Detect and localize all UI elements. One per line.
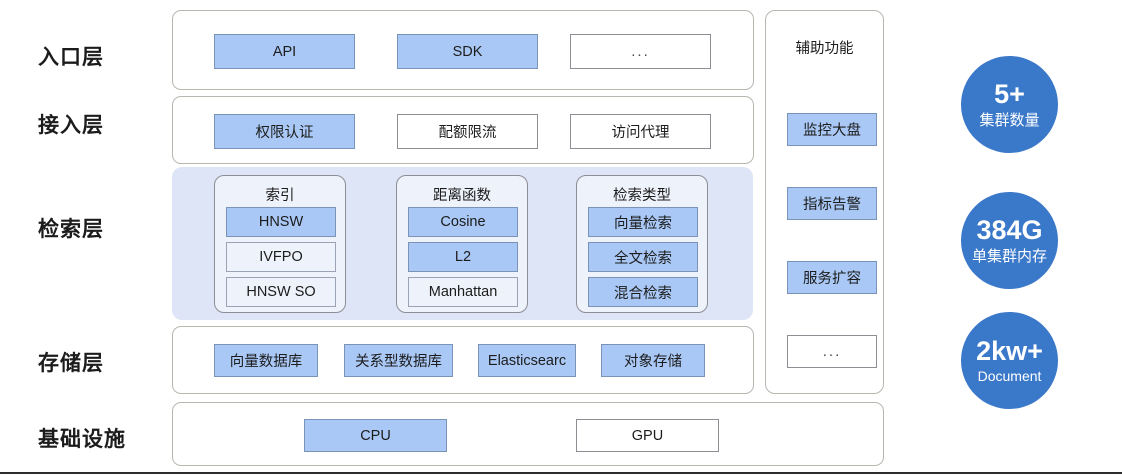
retrieval-group-distance: 距离函数 Cosine L2 Manhattan (396, 175, 528, 313)
stat-memory-value: 384G (976, 215, 1043, 246)
type-item-hybrid-search[interactable]: 混合检索 (588, 277, 698, 307)
retrieval-group-index: 索引 HNSW IVFPO HNSW SO (214, 175, 346, 313)
storage-item-relational-db[interactable]: 关系型数据库 (344, 344, 453, 377)
retrieval-group-type-title: 检索类型 (613, 188, 671, 204)
type-item-fulltext-search[interactable]: 全文检索 (588, 242, 698, 272)
type-item-vector-search[interactable]: 向量检索 (588, 207, 698, 237)
aux-item-service-scaling[interactable]: 服务扩容 (787, 261, 877, 294)
storage-item-object-storage[interactable]: 对象存储 (601, 344, 705, 377)
layer-label-access: 接入层 (38, 114, 104, 137)
aux-item-more[interactable]: ... (787, 335, 877, 368)
access-item-proxy[interactable]: 访问代理 (570, 114, 711, 149)
entry-item-sdk[interactable]: SDK (397, 34, 538, 69)
layer-label-entry: 入口层 (38, 46, 104, 69)
index-item-hnsw[interactable]: HNSW (226, 207, 336, 237)
stat-circle-clusters: 5+ 集群数量 (961, 56, 1058, 153)
layer-label-storage: 存储层 (38, 352, 104, 375)
distance-item-l2[interactable]: L2 (408, 242, 518, 272)
layer-label-retrieval: 检索层 (38, 218, 104, 241)
stat-documents-value: 2kw+ (976, 336, 1043, 367)
retrieval-layer-panel: 索引 HNSW IVFPO HNSW SO 距离函数 Cosine L2 Man… (172, 167, 753, 320)
stat-memory-caption: 单集群内存 (971, 247, 1047, 265)
stat-circle-documents: 2kw+ Document (961, 312, 1058, 409)
index-item-ivfpo[interactable]: IVFPO (226, 242, 336, 272)
access-item-quota[interactable]: 配额限流 (397, 114, 538, 149)
entry-item-more[interactable]: ... (570, 34, 711, 69)
aux-item-metric-alerts[interactable]: 指标告警 (787, 187, 877, 220)
stat-documents-caption: Document (977, 368, 1042, 385)
infra-layer-row: CPU GPU (172, 402, 884, 466)
distance-item-cosine[interactable]: Cosine (408, 207, 518, 237)
bottom-divider (0, 472, 1122, 474)
storage-item-vector-db[interactable]: 向量数据库 (214, 344, 318, 377)
layer-label-infra: 基础设施 (38, 428, 126, 451)
infra-item-gpu[interactable]: GPU (576, 419, 719, 452)
aux-functions-title: 辅助功能 (795, 41, 854, 57)
index-item-hnsw-so[interactable]: HNSW SO (226, 277, 336, 307)
entry-item-api[interactable]: API (214, 34, 355, 69)
entry-layer-row: API SDK ... (172, 10, 754, 90)
access-item-auth[interactable]: 权限认证 (214, 114, 355, 149)
access-layer-row: 权限认证 配额限流 访问代理 (172, 96, 754, 164)
stat-clusters-caption: 集群数量 (979, 111, 1040, 129)
retrieval-group-type: 检索类型 向量检索 全文检索 混合检索 (576, 175, 708, 313)
aux-functions-panel: 辅助功能 监控大盘 指标告警 服务扩容 ... (765, 10, 884, 394)
infra-item-cpu[interactable]: CPU (304, 419, 447, 452)
stat-circle-memory: 384G 单集群内存 (961, 192, 1058, 289)
stat-clusters-value: 5+ (994, 79, 1025, 110)
aux-item-monitoring-dashboard[interactable]: 监控大盘 (787, 113, 877, 146)
distance-item-manhattan[interactable]: Manhattan (408, 277, 518, 307)
storage-item-elasticsearch[interactable]: Elasticsearc (478, 344, 576, 377)
retrieval-group-distance-title: 距离函数 (433, 188, 491, 204)
retrieval-group-index-title: 索引 (265, 188, 295, 204)
storage-layer-row: 向量数据库 关系型数据库 Elasticsearc 对象存储 (172, 326, 754, 394)
